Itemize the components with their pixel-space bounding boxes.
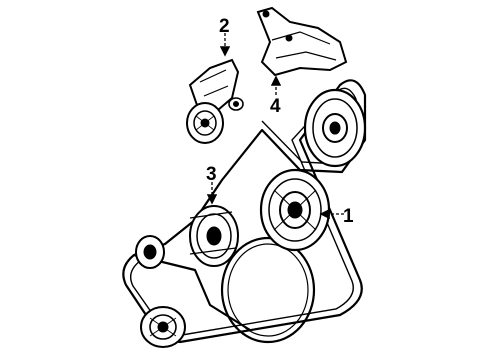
center-pulley bbox=[259, 168, 331, 252]
callout-1: 1 bbox=[319, 206, 354, 227]
mounting-bracket bbox=[256, 6, 348, 77]
idler-pulley bbox=[189, 205, 239, 267]
crankshaft-pulley bbox=[220, 236, 316, 344]
left-pulley bbox=[135, 235, 165, 269]
upper-pulley bbox=[303, 88, 367, 168]
callout-1-label: 1 bbox=[343, 206, 354, 227]
belt-tensioner bbox=[186, 58, 244, 144]
callout-4: 4 bbox=[270, 75, 282, 117]
callout-2: 2 bbox=[219, 16, 231, 57]
lower-idler-pulley bbox=[140, 306, 186, 348]
callout-3: 3 bbox=[206, 164, 218, 205]
callout-3-label: 3 bbox=[206, 164, 217, 185]
callout-2-label: 2 bbox=[219, 16, 230, 37]
callout-4-label: 4 bbox=[270, 96, 281, 117]
